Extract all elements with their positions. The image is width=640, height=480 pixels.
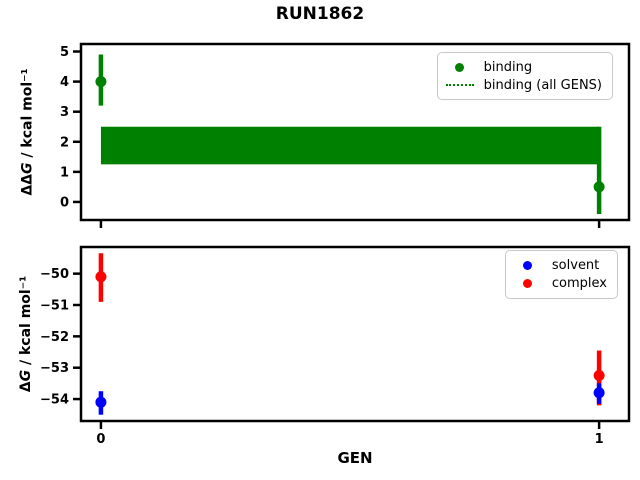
y-tick-label: −53 [40,361,69,376]
legend-entry-binding-all-gens: binding (all GENS) [445,78,602,93]
y-tick-label: −51 [40,299,69,314]
binding-marker-icon [455,62,465,72]
unit-text: / kcal mol⁻¹ [18,275,34,370]
y-tick-label: 1 [60,165,69,180]
data-point-binding [95,76,107,88]
variable-g: G [18,369,34,382]
axes-frame [79,42,631,222]
y-tick-label: 4 [60,75,69,90]
legend-entry-binding: binding [445,60,602,75]
data-point-complex [593,370,605,382]
unit-text: / kcal mol⁻¹ [20,68,37,163]
y-tick-label: 5 [60,45,69,60]
solvent-marker-icon [523,261,533,270]
y-tick-label: 2 [60,135,69,150]
y-tick-label: 3 [60,105,69,120]
data-point-complex [95,271,107,283]
legend-label-complex: complex [551,276,607,291]
complex-marker-icon [523,279,533,288]
data-point-binding [593,181,605,193]
y-tick-label: −52 [40,330,69,345]
x-tick-label: 0 [96,432,105,447]
legend-entry-solvent: solvent [513,258,607,273]
axes-frame [79,245,631,423]
legend-label-binding: binding [483,59,533,75]
delta-symbol: Δ [18,381,34,393]
delta-symbols: ΔΔ [20,173,37,196]
dotted-line-icon [445,84,474,86]
variable-g: G [20,162,37,174]
y-tick-label: −50 [40,267,69,282]
x-axis-label: GEN [337,449,373,467]
data-point-solvent [95,396,107,408]
legend-entry-complex: complex [513,276,607,291]
legend-label-solvent: solvent [551,258,600,273]
x-tick-label: 1 [595,432,604,447]
legend-binding: binding binding (all GENS) [436,52,613,100]
y-tick-label: −54 [40,393,69,408]
uncertainty-band [100,126,600,165]
y-tick-label: 0 [60,195,69,210]
legend-label-binding-all-gens: binding (all GENS) [483,77,602,93]
legend-solvent-complex: solvent complex [504,250,618,299]
data-point-solvent [593,387,605,399]
figure-title: RUN1862 [275,4,365,24]
